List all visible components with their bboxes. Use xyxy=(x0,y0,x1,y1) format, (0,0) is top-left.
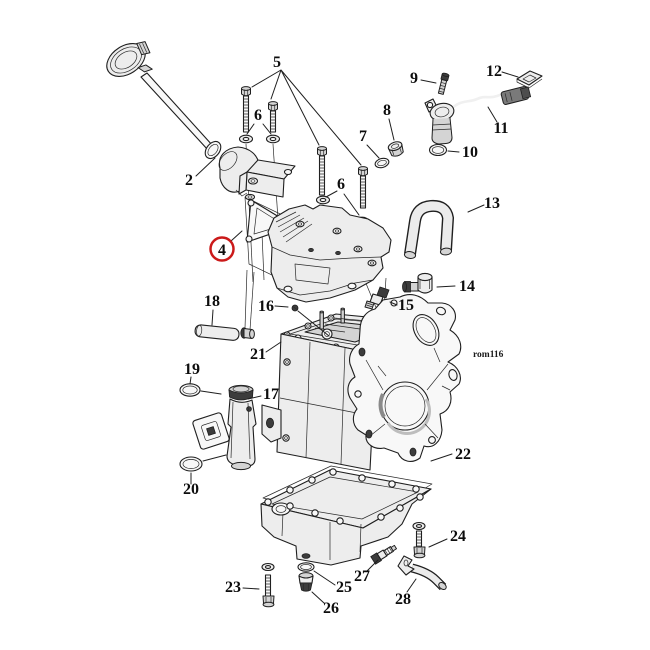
callout-8: 8 xyxy=(383,102,391,119)
callout-9: 9 xyxy=(410,70,418,87)
callout-21: 21 xyxy=(250,346,266,363)
oring-part20 xyxy=(179,456,203,472)
hex-plug-part8 xyxy=(387,141,404,157)
callout-25: 25 xyxy=(336,579,352,596)
oring-part10 xyxy=(428,143,448,157)
callout-16: 16 xyxy=(258,298,274,315)
oring-part25 xyxy=(297,562,315,572)
callout-4: 4 xyxy=(218,242,226,259)
callout-26: 26 xyxy=(323,600,339,617)
callout-20: 20 xyxy=(183,481,199,498)
timing-flange xyxy=(347,294,462,462)
bolt xyxy=(268,101,278,133)
oring-part19 xyxy=(179,383,201,397)
callout-2: 2 xyxy=(185,172,193,189)
sensor-connector xyxy=(500,86,532,105)
bolt xyxy=(241,86,251,133)
callout-6: 6 xyxy=(254,107,262,124)
highlight-circle xyxy=(209,236,235,262)
hose-clamp xyxy=(397,555,415,576)
hose-part18 xyxy=(194,324,255,341)
watermark: rom116 xyxy=(473,350,504,360)
callout-14: 14 xyxy=(459,278,475,295)
callout-15: 15 xyxy=(398,297,414,314)
mount-bracket xyxy=(238,159,296,201)
bolt xyxy=(317,146,327,196)
bolt xyxy=(358,166,368,209)
callout-19: 19 xyxy=(184,361,200,378)
filter-tube-part17 xyxy=(226,384,257,471)
fitting-part27 xyxy=(370,544,398,565)
callout-12: 12 xyxy=(486,63,502,80)
dipstick-oring xyxy=(204,140,222,160)
crankcase xyxy=(260,294,462,566)
clip-part12 xyxy=(516,70,543,89)
callout-18: 18 xyxy=(204,293,220,310)
oring-part7 xyxy=(374,157,390,169)
bolt-part23 xyxy=(261,562,275,608)
callout-labels: 2 5 6 6 7 8 9 10 11 12 13 14 15 16 17 18… xyxy=(183,54,509,617)
callout-13: 13 xyxy=(484,195,500,212)
leader-lines xyxy=(189,69,519,604)
washer xyxy=(238,134,254,144)
callout-6: 6 xyxy=(337,176,345,193)
callout-23: 23 xyxy=(225,579,241,596)
switch-part15 xyxy=(364,286,390,310)
bolt-part24 xyxy=(412,521,426,559)
drain-plug-part26 xyxy=(298,572,314,592)
oil-pan xyxy=(260,468,432,566)
callout-7: 7 xyxy=(359,128,367,145)
callout-10: 10 xyxy=(462,144,478,161)
screw-part16 xyxy=(291,304,299,312)
highlighted-callout-4: 4 xyxy=(209,236,235,262)
washer xyxy=(315,195,331,205)
callout-17: 17 xyxy=(263,386,279,403)
dipstick-cap xyxy=(106,41,153,77)
callout-28: 28 xyxy=(395,591,411,608)
callout-11: 11 xyxy=(493,120,508,137)
crank-position-sensor-part11 xyxy=(424,86,532,145)
callout-27: 27 xyxy=(354,568,370,585)
washer xyxy=(265,134,281,144)
elbow-fitting-part14 xyxy=(402,272,433,294)
screw-part9 xyxy=(437,72,450,95)
u-hose-part13 xyxy=(403,199,455,259)
callout-5: 5 xyxy=(273,54,281,71)
clamp-hose-part28 xyxy=(397,555,447,591)
cam-cover xyxy=(267,204,392,303)
callout-24: 24 xyxy=(450,528,466,545)
square-gasket xyxy=(192,412,230,450)
sensor-barrel xyxy=(431,117,453,145)
callout-22: 22 xyxy=(455,446,471,463)
